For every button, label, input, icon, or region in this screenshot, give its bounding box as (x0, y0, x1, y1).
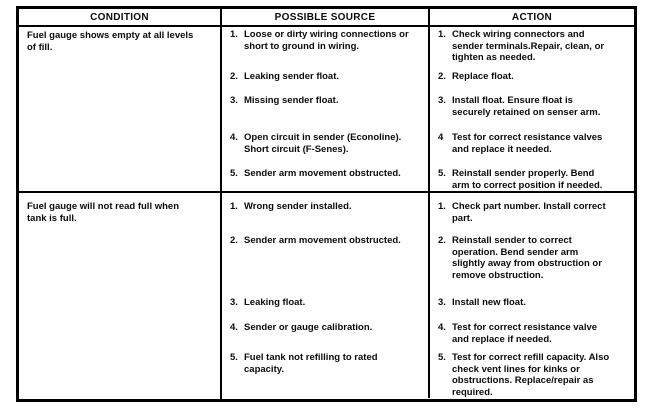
action-cell: 2. Replace float. (430, 69, 634, 93)
column-header-possible-source: POSSIBLE SOURCE (222, 9, 430, 25)
source-action-item-1: 1. Wrong sender installed. 1. Check part… (222, 193, 634, 233)
source-text: Fuel tank not refilling to rated capacit… (244, 352, 378, 375)
source-action-item-3: 3. Leaking float. 3. Install new float. (222, 295, 634, 320)
item-number: 1. (230, 201, 238, 212)
item-number: 5. (230, 352, 238, 363)
item-number: 3. (438, 95, 446, 106)
action-text: Check wiring connectors and sender termi… (452, 29, 605, 63)
item-number: 4 (438, 132, 444, 143)
table-header-row: CONDITION POSSIBLE SOURCE ACTION (19, 9, 634, 27)
condition-cell: Fuel gauge will not read full when tank … (19, 193, 222, 399)
source-text: Wrong sender installed. (244, 201, 352, 212)
source-cell: 5. Fuel tank not refilling to rated capa… (222, 350, 430, 398)
source-text: Loose or dirty wiring connections or sho… (244, 29, 409, 52)
item-number: 5. (438, 168, 446, 179)
item-number: 5. (438, 352, 446, 363)
condition-cell: Fuel gauge shows empty at all levels of … (19, 27, 222, 191)
action-cell: 4. Test for correct resistance valve and… (430, 320, 634, 350)
table-row-gauge-not-full: Fuel gauge will not read full when tank … (19, 193, 634, 399)
action-cell: 4 Test for correct resistance valves and… (430, 130, 634, 166)
source-cell: 5. Sender arm movement obstructed. (222, 166, 430, 191)
item-number: 3. (438, 297, 446, 308)
fuel-gauge-troubleshooting-table: CONDITION POSSIBLE SOURCE ACTION Fuel ga… (16, 6, 637, 402)
item-number: 2. (230, 71, 238, 82)
source-text: Sender arm movement obstructed. (244, 168, 401, 179)
item-number: 3. (230, 297, 238, 308)
source-action-list: 1. Wrong sender installed. 1. Check part… (222, 193, 634, 399)
action-cell: 3. Install float. Ensure float is secure… (430, 93, 634, 130)
action-cell: 1. Check part number. Install correct pa… (430, 193, 634, 233)
item-number: 4. (438, 322, 446, 333)
action-text: Replace float. (452, 71, 514, 82)
item-number: 5. (230, 168, 238, 179)
action-text: Install float. Ensure float is securely … (452, 95, 601, 118)
action-cell: 1. Check wiring connectors and sender te… (430, 27, 634, 69)
table-row-gauge-shows-empty: Fuel gauge shows empty at all levels of … (19, 27, 634, 193)
column-header-condition: CONDITION (19, 9, 222, 25)
source-cell: 3. Leaking float. (222, 295, 430, 320)
source-action-item-2: 2. Sender arm movement obstructed. 2. Re… (222, 233, 634, 295)
source-action-item-5: 5. Sender arm movement obstructed. 5. Re… (222, 166, 634, 191)
column-header-action: ACTION (511, 11, 553, 23)
source-cell: 4. Open circuit in sender (Econoline). S… (222, 130, 430, 166)
condition-text: Fuel gauge will not read full when tank … (27, 201, 180, 224)
action-cell: 5. Test for correct refill capacity. Als… (430, 350, 634, 398)
item-number: 1. (438, 29, 446, 40)
source-text: Missing sender float. (244, 95, 339, 106)
source-action-item-4: 4. Sender or gauge calibration. 4. Test … (222, 320, 634, 350)
item-number: 2. (438, 235, 446, 246)
action-cell: 3. Install new float. (430, 295, 634, 320)
source-action-item-4: 4. Open circuit in sender (Econoline). S… (222, 130, 634, 166)
action-text: Check part number. Install correct part. (452, 201, 606, 224)
source-text: Leaking float. (244, 297, 306, 308)
source-action-item-5: 5. Fuel tank not refilling to rated capa… (222, 350, 634, 398)
item-number: 1. (230, 29, 238, 40)
item-number: 2. (438, 71, 446, 82)
source-action-item-3: 3. Missing sender float. 3. Install floa… (222, 93, 634, 130)
source-cell: 4. Sender or gauge calibration. (222, 320, 430, 350)
action-text: Test for correct resistance valves and r… (452, 132, 603, 155)
source-action-item-1: 1. Loose or dirty wiring connections or … (222, 27, 634, 69)
source-action-list: 1. Loose or dirty wiring connections or … (222, 27, 634, 191)
source-text: Sender arm movement obstructed. (244, 235, 401, 246)
action-text: Test for correct refill capacity. Also c… (452, 352, 610, 398)
source-cell: 1. Wrong sender installed. (222, 193, 430, 233)
source-cell: 3. Missing sender float. (222, 93, 430, 130)
action-cell: 5. Reinstall sender properly. Bend arm t… (430, 166, 634, 191)
source-action-item-2: 2. Leaking sender float. 2. Replace floa… (222, 69, 634, 93)
item-number: 4. (230, 322, 238, 333)
action-text: Install new float. (452, 297, 526, 308)
source-cell: 2. Leaking sender float. (222, 69, 430, 93)
item-number: 2. (230, 235, 238, 246)
action-text: Reinstall sender to correct operation. B… (452, 235, 602, 281)
item-number: 3. (230, 95, 238, 106)
condition-text: Fuel gauge shows empty at all levels of … (27, 30, 194, 53)
source-text: Sender or gauge calibration. (244, 322, 373, 333)
action-text: Reinstall sender properly. Bend arm to c… (452, 168, 603, 191)
source-cell: 2. Sender arm movement obstructed. (222, 233, 430, 295)
source-cell: 1. Loose or dirty wiring connections or … (222, 27, 430, 69)
item-number: 1. (438, 201, 446, 212)
source-text: Open circuit in sender (Econoline). Shor… (244, 132, 402, 155)
action-cell: 2. Reinstall sender to correct operation… (430, 233, 634, 295)
item-number: 4. (230, 132, 238, 143)
source-text: Leaking sender float. (244, 71, 340, 82)
action-text: Test for correct resistance valve and re… (452, 322, 598, 345)
